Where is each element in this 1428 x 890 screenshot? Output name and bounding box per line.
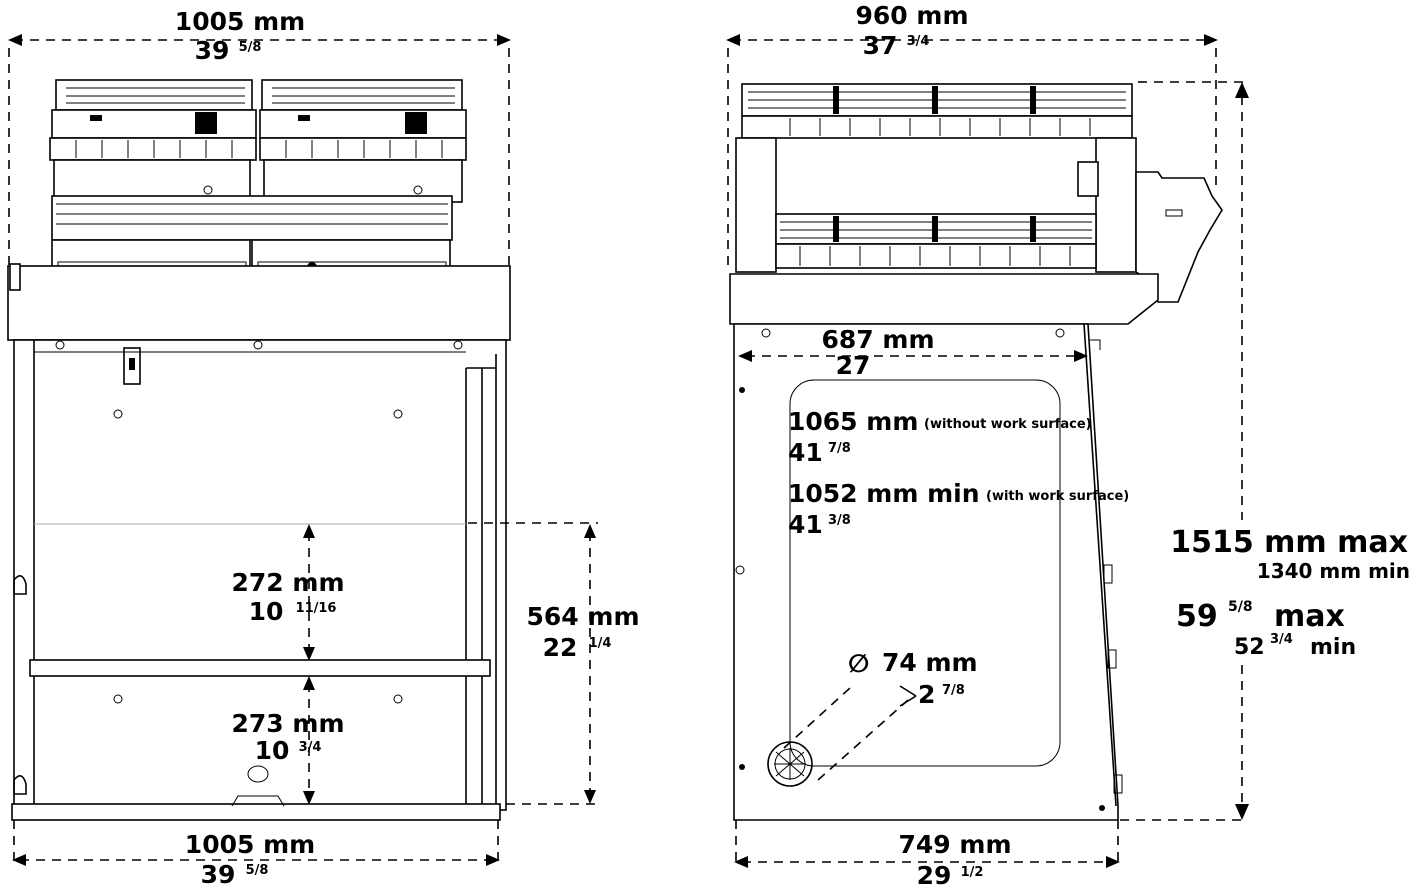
front-lower-bay-dimension: 273 mm 10 3/4 [232, 676, 345, 805]
front-upper-bay-dimension: 272 mm 10 11/16 [232, 524, 345, 661]
drain-diameter-symbol: ∅ [848, 649, 869, 678]
front-fryer-heads [49, 79, 467, 203]
side-view: 960 mm 37 3/4 [726, 1, 1410, 890]
side-bottom-depth-inch: 29 [917, 861, 952, 890]
inner-depth-mm: 687 mm [822, 325, 935, 354]
drain-diameter-frac: 7/8 [942, 683, 965, 698]
overall-height-inch-min-word: min [1310, 635, 1356, 660]
side-height-with-surface: 1052 mm min (with work surface) 41 3/8 [788, 479, 1129, 539]
front-view: 1005 mm 39 5/8 [7, 7, 640, 889]
upper-bay-inch: 10 [249, 597, 284, 626]
lower-bay-frac: 3/4 [299, 740, 322, 755]
lower-bay-inch: 10 [255, 736, 290, 765]
side-inner-depth-dimension: 687 mm 27 [738, 325, 1088, 380]
front-work-surface [7, 265, 511, 341]
side-top-depth-mm: 960 mm [856, 1, 969, 30]
height-without-surface-mm: 1065 mm [788, 407, 918, 436]
cabinet-height-frac: 1/4 [589, 636, 612, 651]
side-bottom-depth-mm: 749 mm [899, 830, 1012, 859]
overall-height-mm-min: 1340 mm min [1257, 559, 1410, 583]
front-cabinet [11, 339, 507, 821]
overall-height-inch-min-frac: 3/4 [1270, 632, 1293, 647]
cabinet-height-mm: 564 mm [527, 602, 640, 631]
side-bottom-depth-frac: 1/2 [961, 865, 984, 880]
height-without-surface-inch: 41 [788, 438, 823, 467]
side-height-without-surface: 1065 mm (without work surface) 41 7/8 [788, 407, 1092, 467]
overall-height-inch-max-word: max [1274, 599, 1345, 634]
height-without-surface-frac: 7/8 [828, 441, 851, 456]
front-top-width-dimension: 1005 mm 39 5/8 [8, 7, 511, 270]
overall-height-mm-max: 1515 mm max [1170, 525, 1408, 560]
front-bottom-width-dimension: 1005 mm 39 5/8 [12, 820, 500, 889]
overall-height-inch-max: 59 [1176, 599, 1218, 634]
upper-bay-frac: 11/16 [296, 601, 337, 616]
upper-bay-mm: 272 mm [232, 568, 345, 597]
side-drain-diameter: ∅ 74 mm 2 7/8 [848, 648, 978, 709]
height-without-surface-note: (without work surface) [924, 417, 1092, 432]
height-with-surface-frac: 3/8 [828, 513, 851, 528]
front-bottom-width-inch: 39 [201, 860, 236, 889]
side-overall-height-dimension: 1515 mm max 1340 mm min 59 5/8 max 52 3/… [1120, 81, 1410, 821]
height-with-surface-note: (with work surface) [986, 489, 1129, 504]
side-top-depth-frac: 3/4 [907, 34, 930, 49]
drain-diameter-inch: 2 [918, 680, 935, 709]
front-top-width-frac: 5/8 [239, 40, 262, 55]
side-bottom-depth-dimension: 749 mm 29 1/2 [734, 820, 1120, 890]
overall-height-inch-max-frac: 5/8 [1228, 599, 1253, 615]
lower-bay-mm: 273 mm [232, 709, 345, 738]
drain-diameter-mm: 74 mm [882, 648, 978, 677]
height-with-surface-mm: 1052 mm min [788, 479, 980, 508]
cabinet-height-inch: 22 [543, 633, 578, 662]
front-cabinet-height-dimension: 564 mm 22 1/4 [468, 522, 640, 805]
front-bottom-width-mm: 1005 mm [185, 830, 315, 859]
overall-height-inch-min: 52 [1234, 635, 1265, 660]
side-cabinet [733, 323, 1123, 821]
side-top-depth-dimension: 960 mm 37 3/4 [726, 1, 1218, 270]
side-fryer-body [735, 83, 1223, 303]
front-top-width-inch: 39 [195, 36, 230, 65]
inner-depth-inch: 27 [836, 351, 871, 380]
side-top-depth-inch: 37 [863, 31, 898, 60]
side-work-surface [729, 273, 1159, 325]
front-top-width-mm: 1005 mm [175, 7, 305, 36]
front-bottom-width-frac: 5/8 [246, 863, 269, 878]
height-with-surface-inch: 41 [788, 510, 823, 539]
